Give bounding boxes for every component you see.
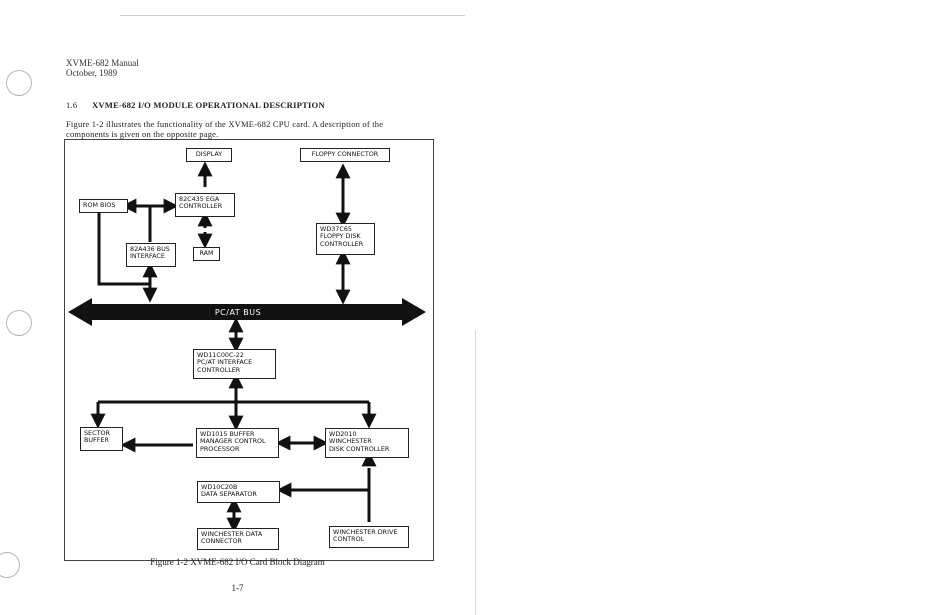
ram-box: RAM — [193, 247, 220, 261]
box-label: CONNECTOR — [201, 537, 242, 546]
box-label: CONTROLLER — [179, 202, 223, 211]
box-label: INTERFACE — [130, 252, 165, 261]
display-box: DISPLAY — [186, 148, 232, 162]
intro-line: components is given on the opposite page… — [66, 129, 219, 139]
rom-bus-line — [97, 213, 150, 286]
box-label: WD1015 BUFFER — [200, 430, 255, 438]
bus-label: PC/AT BUS — [215, 308, 261, 317]
winchester-data-connector-box: WINCHESTER DATA CONNECTOR — [197, 528, 279, 550]
intro-line: Figure 1-2 illustrates the functionality… — [66, 119, 384, 129]
winchester-controller-box: WD2010 WINCHESTER DISK CONTROLLER — [325, 428, 409, 458]
top-rule — [120, 15, 465, 16]
pc-at-bus-arrow — [68, 298, 426, 326]
box-label: PROCESSOR — [200, 444, 240, 453]
floppy-controller-box: WD37C65 FLOPPY DISK CONTROLLER — [316, 223, 375, 255]
box-label: FLOPPY CONNECTOR — [311, 150, 379, 158]
box-label: 82A436 BUS — [130, 245, 170, 253]
box-label: DISPLAY — [195, 150, 223, 158]
box-label: WD2010 — [329, 430, 357, 438]
box-label: MANAGER CONTROL — [200, 437, 266, 446]
box-label: BUFFER — [84, 436, 109, 445]
page-edge — [475, 330, 476, 615]
box-label: WD37C65 — [320, 225, 352, 233]
box-label: WINCHESTER — [329, 437, 372, 446]
box-label: 82C435 EGA — [179, 195, 220, 203]
binder-hole-icon — [6, 70, 32, 96]
box-label: CONTROLLER — [197, 365, 241, 374]
floppy-connector-box: FLOPPY CONNECTOR — [300, 148, 390, 162]
box-label: WD11C00C-22 — [197, 351, 244, 359]
manual-title: XVME-682 Manual — [66, 58, 139, 68]
manual-date: October, 1989 — [66, 68, 118, 78]
box-label: DATA SEPARATOR — [201, 490, 257, 499]
box-label: WD10C20B — [201, 483, 238, 491]
winchester-drive-control-box: WINCHESTER DRIVE CONTROL — [329, 526, 409, 548]
box-label: ROM BIOS — [83, 201, 116, 209]
section-heading: 1.6 XVME-682 I/O MODULE OPERATIONAL DESCR… — [66, 100, 325, 110]
figure-frame — [64, 139, 434, 561]
buffer-manager-box: WD1015 BUFFER MANAGER CONTROL PROCESSOR — [196, 428, 279, 458]
box-label: PC/AT INTERFACE — [197, 358, 253, 367]
box-label: SECTOR — [84, 429, 110, 437]
intro-paragraph: Figure 1-2 illustrates the functionality… — [66, 119, 436, 139]
box-label: WINCHESTER DRIVE — [333, 528, 398, 536]
sector-buffer-box: SECTOR BUFFER — [80, 427, 123, 451]
box-label: RAM — [199, 249, 214, 257]
binder-hole-icon — [0, 552, 20, 578]
box-label: CONTROLLER — [320, 239, 364, 248]
section-title: XVME-682 I/O MODULE OPERATIONAL DESCRIPT… — [92, 100, 325, 110]
at-interface-box: WD11C00C-22 PC/AT INTERFACE CONTROLLER — [193, 349, 276, 379]
page-number: 1-7 — [231, 583, 244, 593]
figure-caption: Figure 1-2 XVME-682 I/O Card Block Diagr… — [150, 557, 325, 567]
bus-interface-box: 82A436 BUS INTERFACE — [126, 243, 176, 267]
section-number: 1.6 — [66, 100, 78, 110]
rom-bios-box: ROM BIOS — [79, 199, 128, 213]
ega-controller-box: 82C435 EGA CONTROLLER — [175, 193, 235, 217]
data-separator-box: WD10C20B DATA SEPARATOR — [197, 481, 280, 503]
box-label: CONTROL — [333, 535, 365, 544]
box-label: WINCHESTER DATA — [201, 530, 263, 538]
box-label: FLOPPY DISK — [320, 232, 361, 241]
box-label: DISK CONTROLLER — [329, 444, 390, 453]
binder-hole-icon — [6, 310, 32, 336]
